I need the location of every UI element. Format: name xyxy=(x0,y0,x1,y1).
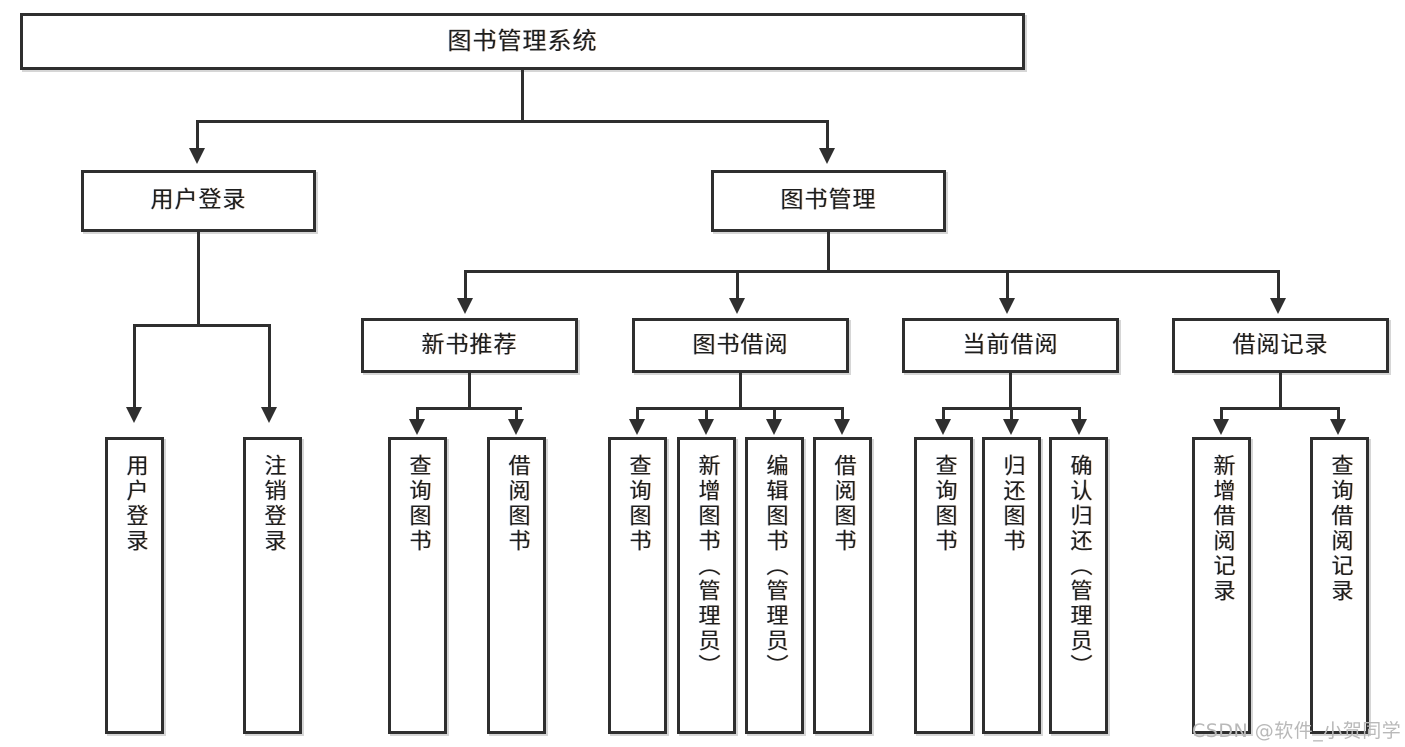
node-label: 归还图书 xyxy=(999,454,1025,554)
node-label: 图书管理 xyxy=(780,187,877,214)
node-leaf-borrow-book-2[interactable]: 借阅图书 xyxy=(813,437,872,734)
edge-root-to-book-manage xyxy=(826,120,829,150)
node-label: 当前借阅 xyxy=(962,331,1059,358)
edge-cb-drop-1 xyxy=(942,407,945,421)
node-label: 图书借阅 xyxy=(692,331,789,358)
edge-new-book-rec-stem xyxy=(468,373,471,409)
edge-root-stem xyxy=(521,70,524,122)
edge-user-login-bus xyxy=(133,324,271,327)
edge-book-borrow-stem xyxy=(739,373,742,409)
edge-bb-drop-2 xyxy=(705,407,708,421)
node-leaf-user-login[interactable]: 用户登录 xyxy=(105,437,164,734)
arrowhead-leaf-query-record xyxy=(1330,419,1346,435)
node-leaf-query-record[interactable]: 查询借阅记录 xyxy=(1310,437,1369,734)
edge-bm-drop-current-borrow xyxy=(1006,270,1009,300)
arrowhead-leaf-borrow-book-1 xyxy=(508,419,524,435)
node-label: 查询图书 xyxy=(931,454,957,554)
node-label: 借阅图书 xyxy=(504,454,530,554)
edge-root-bus xyxy=(196,120,828,123)
edge-root-to-user-login xyxy=(196,120,199,150)
arrowhead-user-login xyxy=(189,148,205,164)
node-current-borrow[interactable]: 当前借阅 xyxy=(902,318,1119,373)
arrowhead-leaf-logout xyxy=(261,407,277,423)
node-leaf-borrow-book-1[interactable]: 借阅图书 xyxy=(487,437,546,734)
edge-new-book-rec-bus xyxy=(416,407,522,410)
arrowhead-borrow-record xyxy=(1270,298,1286,314)
edge-current-borrow-stem xyxy=(1009,373,1012,409)
node-leaf-return-book[interactable]: 归还图书 xyxy=(982,437,1041,734)
edge-bm-drop-new-book-rec xyxy=(464,270,467,300)
node-label: 确认归还（管理员） xyxy=(1066,454,1092,679)
arrowhead-leaf-user-login xyxy=(126,407,142,423)
node-leaf-add-record[interactable]: 新增借阅记录 xyxy=(1192,437,1251,734)
csdn-watermark: CSDN @软件_小贺同学 xyxy=(1192,720,1402,742)
edge-borrow-record-stem xyxy=(1279,373,1282,409)
edge-bm-drop-book-borrow xyxy=(736,270,739,300)
arrowhead-book-borrow xyxy=(729,298,745,314)
edge-user-login-drop-2 xyxy=(268,324,271,409)
node-borrow-record[interactable]: 借阅记录 xyxy=(1172,318,1389,373)
arrowhead-new-book-rec xyxy=(457,298,473,314)
arrowhead-leaf-query-book-2 xyxy=(629,419,645,435)
node-leaf-add-book[interactable]: 新增图书（管理员） xyxy=(677,437,736,734)
node-leaf-query-book-3[interactable]: 查询图书 xyxy=(914,437,973,734)
edge-nbr-drop-1 xyxy=(416,407,419,421)
arrowhead-book-manage xyxy=(819,148,835,164)
node-label: 新书推荐 xyxy=(421,331,518,358)
edge-book-borrow-bus xyxy=(636,407,843,410)
arrowhead-leaf-borrow-book-2 xyxy=(834,419,850,435)
node-label: 编辑图书（管理员） xyxy=(762,454,788,679)
edge-bb-drop-4 xyxy=(841,407,844,421)
arrowhead-leaf-confirm-return xyxy=(1071,419,1087,435)
node-label: 查询图书 xyxy=(405,454,431,554)
node-label: 图书管理系统 xyxy=(447,27,598,56)
node-label: 查询借阅记录 xyxy=(1327,454,1353,604)
node-label: 用户登录 xyxy=(150,187,247,214)
arrowhead-leaf-add-record xyxy=(1213,419,1229,435)
edge-user-login-stem xyxy=(197,232,200,326)
edge-book-manage-bus xyxy=(464,270,1280,273)
arrowhead-leaf-add-book xyxy=(698,419,714,435)
node-new-book-rec[interactable]: 新书推荐 xyxy=(361,318,578,373)
node-label: 注销登录 xyxy=(260,454,286,554)
node-user-login[interactable]: 用户登录 xyxy=(81,170,316,232)
edge-bb-drop-3 xyxy=(773,407,776,421)
node-book-borrow[interactable]: 图书借阅 xyxy=(632,318,849,373)
arrowhead-leaf-edit-book xyxy=(766,419,782,435)
edge-br-drop-2 xyxy=(1337,407,1340,421)
edge-borrow-record-bus xyxy=(1220,407,1340,410)
edge-user-login-drop-1 xyxy=(133,324,136,409)
edge-bb-drop-1 xyxy=(636,407,639,421)
node-label: 用户登录 xyxy=(122,454,148,554)
arrowhead-leaf-return-book xyxy=(1003,419,1019,435)
node-leaf-confirm-return[interactable]: 确认归还（管理员） xyxy=(1049,437,1108,734)
node-label: 查询图书 xyxy=(625,454,651,554)
node-root-system[interactable]: 图书管理系统 xyxy=(20,13,1025,70)
node-leaf-edit-book[interactable]: 编辑图书（管理员） xyxy=(745,437,804,734)
node-book-manage[interactable]: 图书管理 xyxy=(711,170,946,232)
arrowhead-leaf-query-book-1 xyxy=(409,419,425,435)
node-leaf-query-book-2[interactable]: 查询图书 xyxy=(608,437,667,734)
edge-bm-drop-borrow-record xyxy=(1277,270,1280,300)
node-label: 新增图书（管理员） xyxy=(694,454,720,679)
node-leaf-logout[interactable]: 注销登录 xyxy=(243,437,302,734)
arrowhead-current-borrow xyxy=(999,298,1015,314)
node-leaf-query-book-1[interactable]: 查询图书 xyxy=(388,437,447,734)
arrowhead-leaf-query-book-3 xyxy=(935,419,951,435)
edge-cb-drop-3 xyxy=(1078,407,1081,421)
node-label: 新增借阅记录 xyxy=(1209,454,1235,604)
node-label: 借阅图书 xyxy=(830,454,856,554)
edge-nbr-drop-2 xyxy=(515,407,518,421)
edge-cb-drop-2 xyxy=(1010,407,1013,421)
node-label: 借阅记录 xyxy=(1232,331,1329,358)
edge-book-manage-stem xyxy=(827,232,830,272)
edge-br-drop-1 xyxy=(1220,407,1223,421)
